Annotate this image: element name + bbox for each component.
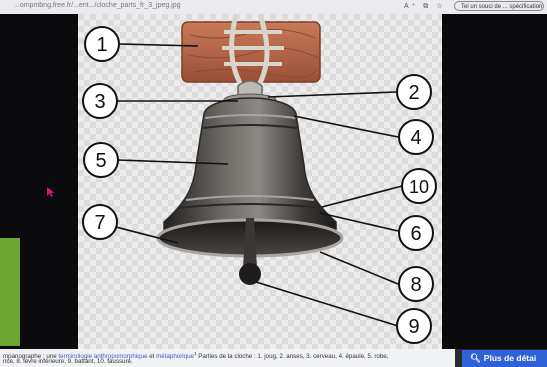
callout-8: 8 <box>399 267 433 301</box>
callout-label: 7 <box>94 212 105 234</box>
callout-9: 9 <box>397 309 431 343</box>
callout-label: 1 <box>96 34 107 56</box>
callout-3: 3 <box>83 84 117 118</box>
callout-6: 6 <box>399 216 433 250</box>
callout-10: 10 <box>402 169 436 203</box>
callout-label: 8 <box>410 274 421 296</box>
callout-label: 10 <box>409 177 429 197</box>
caption-line-2: nce, 8. lèvre inférieure, 9. battant, 10… <box>3 358 133 366</box>
footnote-ref[interactable]: 1 <box>194 351 197 356</box>
image-caption: mpanographe : une terminologie anthropom… <box>0 349 455 367</box>
caption-parts-list: Parties de la cloche : 1. joug, 2. anses… <box>198 353 388 360</box>
callout-label: 5 <box>95 150 106 172</box>
callout-label: 3 <box>94 91 105 113</box>
callout-label: 2 <box>408 82 419 104</box>
magnifier-icon: 🔍︎ <box>470 350 481 367</box>
mouse-cursor-icon <box>46 186 56 198</box>
callout-2: 2 <box>397 75 431 109</box>
callout-label: 6 <box>410 223 421 245</box>
link-metaphorique[interactable]: métaphorique <box>156 353 194 360</box>
callout-1: 1 <box>85 27 119 61</box>
caption-et: et <box>149 353 154 360</box>
callout-5: 5 <box>84 143 118 177</box>
callout-label: 9 <box>408 316 419 338</box>
bell-body-icon <box>158 98 342 285</box>
callout-label: 4 <box>410 127 421 149</box>
callout-7: 7 <box>83 205 117 239</box>
more-details-label: Plus de détai <box>484 353 536 363</box>
callout-4: 4 <box>399 120 433 154</box>
more-details-button[interactable]: 🔍︎Plus de détai <box>462 350 547 367</box>
